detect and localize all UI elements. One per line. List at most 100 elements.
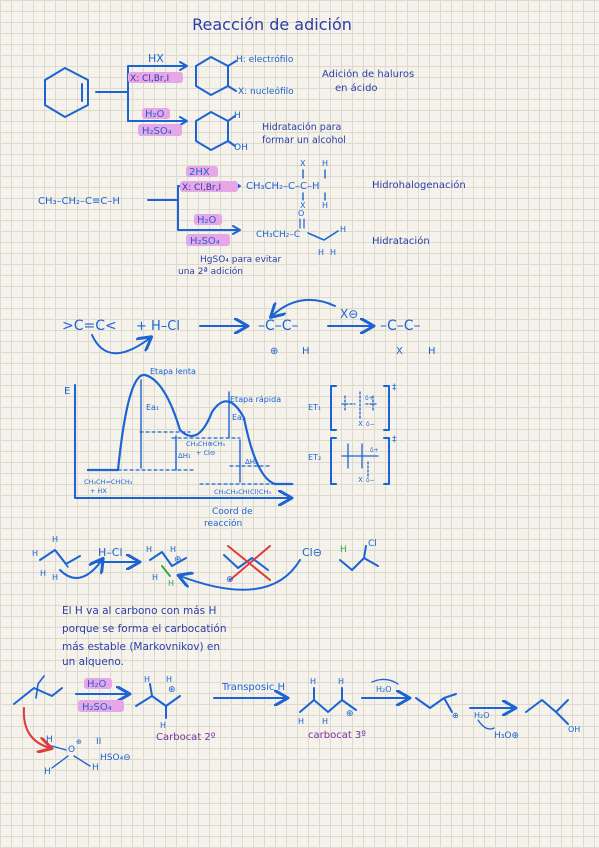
cyclohexene-structure [44,67,89,118]
products-label: CH₃CH₂CH(Cl)CH₃ [214,488,271,496]
reagent-h2o-3: H₂O [87,679,107,690]
svg-text:H: H [40,569,46,578]
svg-text:más estable (Markovnikov) en: más estable (Markovnikov) en [62,641,220,653]
svg-text:H: H [144,675,150,684]
et2-label: ET₂ [308,453,321,462]
oxonium-intermediate [415,693,457,713]
green-bond [161,565,171,577]
branch-arrow-2 [147,185,239,231]
svg-text:H: H [32,549,38,558]
svg-text:H: H [330,248,336,257]
svg-text:H: H [322,159,328,168]
x-axis-label-1: Coord de [212,507,253,517]
halide-note-1: Adición de haluros [322,68,414,80]
svg-text:H: H [310,677,316,686]
cation-intermediate: –C–C– [258,318,299,334]
hcl-reagent-2: H–Cl [98,546,123,559]
h2o-small-2: H₂O [474,711,490,720]
svg-text:un alqueno.: un alqueno. [62,656,124,668]
hydration-note-1: Hidratación para [262,122,341,133]
electron-arrow-1 [91,334,150,355]
svg-text:H: H [166,675,172,684]
hcl-reagent: + H–Cl [136,319,180,334]
hgso4-note-1: HgSO₄ para evitar [200,255,281,265]
h2o-small: H₂O [376,685,392,694]
electron-arrow-4 [180,559,301,591]
cation-plus: ⊕ [270,346,278,357]
svg-text:⊕: ⊕ [226,575,234,585]
tertiary-carbocation [299,687,357,713]
svg-text:H: H [322,717,328,726]
reactants-label-1: CH₃CH=CHCH₃ [84,478,133,486]
halides-label: X: Cl,Br,I [130,74,169,84]
alkyne-formula: CH₃–CH₂–C≡C–H [38,196,120,207]
hydronium: H O ⊕ H H [44,735,99,777]
carbocation-3-label: carbocat 3º [308,730,366,741]
alkene-generic: >C=C< [62,318,117,334]
et1-delta-plus: δ+ [365,395,374,402]
reagent-h2so4-3: H₂SO₄ [82,702,112,713]
markovnikov-note: El H va al carbono con más H porque se f… [62,605,227,668]
x-minus: X⊖ [340,307,358,321]
et1-dagger: ‡ [392,383,397,393]
hydronium-product: H₃O⊕ [494,731,519,741]
reagent-h2o: H₂O [145,109,165,120]
ea2-label: Ea₂ [232,413,245,422]
transition-state-2 [330,437,390,485]
intermediate-label-2: + Cl⊖ [196,449,215,457]
svg-text:H: H [322,201,328,210]
dh1-label: ΔH₁ [178,452,191,460]
svg-text:O: O [68,745,75,755]
slow-step-label: Etapa lenta [150,367,196,376]
et2-dagger: ‡ [392,435,397,445]
electron-arrow-2 [272,299,336,316]
energy-axes [74,384,290,498]
crossed-out-path: ⊕ [223,545,271,585]
svg-text:X: X [300,201,306,210]
carbocation-plus: ⊕ [174,555,182,565]
highlight-h2so4-3 [78,700,124,712]
et2-delta-minus: δ− [366,477,375,484]
svg-text:El H va al carbono con más H: El H va al carbono con más H [62,605,216,617]
reagent-hx: HX [148,52,164,65]
red-electron-arrow [22,707,50,748]
highlight-2hx [186,166,218,177]
nucleophile-label: X: nucleófilo [238,86,294,97]
carbocation-2 [149,551,187,567]
reagent-2hx: 2HX [189,167,210,178]
product-alcohol [195,111,236,151]
svg-text:H: H [338,677,344,686]
tertiary-alcohol [525,699,569,725]
dihalide-product: CH₃CH₂–C–C–H [246,181,320,192]
highlight-halides [128,72,183,83]
ea1-label: Ea₁ [146,403,159,412]
svg-text:H: H [92,763,99,773]
carbocation-2-label: Carbocat 2º [156,732,216,743]
x-axis-label-2: reacción [204,518,242,529]
et2-delta-plus: δ+ [370,447,379,454]
svg-text:H: H [340,225,346,234]
dh2-label: ΔH₂ [245,458,258,466]
reagent-h2o-2: H₂O [197,215,217,226]
addition-product: –C–C– [380,318,421,334]
hgso4-note-2: una 2ª adición [178,266,243,277]
cation-h: H [302,346,310,357]
svg-text:⊕: ⊕ [346,709,354,719]
ketone-product: CH₃CH₂–C [256,230,300,240]
hydration-note-2: formar un alcohol [262,135,346,146]
alcohol-oh: OH [234,143,248,153]
highlight-h2so4 [138,124,182,136]
alkene-start [13,675,63,705]
secondary-carbocation [135,683,181,719]
hydration-label: Hidratación [372,235,430,247]
hydrohalogenation-label: Hidrohalogenación [372,179,466,191]
page-title: Reacción de adición [192,15,352,34]
et2-x: X [358,476,363,484]
svg-text:porque se forma el carbocatión: porque se forma el carbocatión [62,623,227,635]
alcohol-h: H [234,111,241,121]
